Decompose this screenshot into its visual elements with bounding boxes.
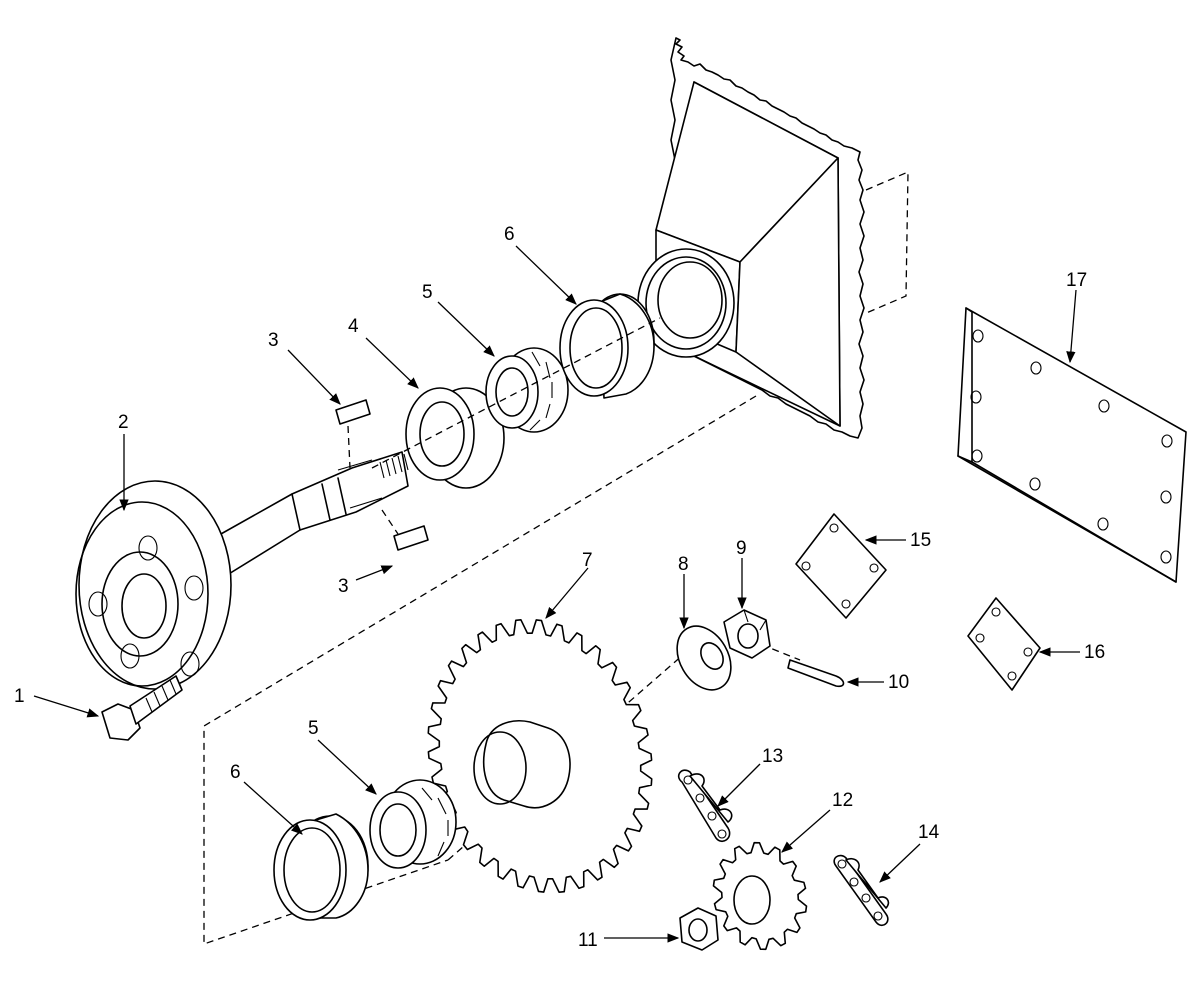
bearing-cup-6-lower xyxy=(273,813,369,921)
callout-5-upper: 5 xyxy=(422,282,433,303)
cover-plate-17 xyxy=(957,307,1187,583)
cotter-pin-10 xyxy=(787,659,845,688)
callout-10: 10 xyxy=(888,672,909,693)
plate-16 xyxy=(967,597,1041,691)
chain-link-13 xyxy=(677,769,733,843)
callout-3-lower: 3 xyxy=(338,576,349,597)
cotter-axis-line xyxy=(749,639,801,661)
bearing-cone-5-lower xyxy=(369,779,457,869)
gear-axis-line xyxy=(447,639,701,861)
callout-16: 16 xyxy=(1084,642,1105,663)
callout-6-upper: 6 xyxy=(504,224,515,245)
key-3-upper xyxy=(335,399,371,469)
housing-plate xyxy=(655,37,865,439)
callout-8: 8 xyxy=(678,554,689,575)
bearing-cup-6-upper xyxy=(559,293,655,399)
housing-alignment-line xyxy=(863,171,909,315)
axis-line xyxy=(371,317,661,469)
callout-1: 1 xyxy=(14,686,25,707)
callout-17: 17 xyxy=(1066,270,1087,291)
callout-14: 14 xyxy=(918,822,940,843)
bearing-cone-5-upper xyxy=(485,347,569,433)
callout-9: 9 xyxy=(736,538,747,559)
callout-7: 7 xyxy=(582,550,593,571)
callout-11: 11 xyxy=(578,930,598,951)
plate-15 xyxy=(795,513,887,619)
callout-5-lower: 5 xyxy=(308,718,319,739)
callout-labels: 1 2 3 3 4 5 5 6 6 7 8 9 10 11 12 13 14 1… xyxy=(14,224,1105,951)
key-3-lower xyxy=(381,509,429,551)
chain-link-14 xyxy=(833,854,890,927)
hex-nut-11 xyxy=(679,907,719,951)
castle-nut-9 xyxy=(723,609,771,659)
callout-15: 15 xyxy=(910,530,931,551)
callout-3-upper: 3 xyxy=(268,330,279,351)
spacer-4 xyxy=(405,387,505,489)
bolt-1 xyxy=(101,675,183,741)
housing-bore xyxy=(637,248,735,358)
callout-12: 12 xyxy=(832,790,853,811)
sprocket-7 xyxy=(427,619,653,893)
callout-4: 4 xyxy=(348,316,359,337)
leader-lines xyxy=(33,245,1080,943)
small-sprocket-12 xyxy=(712,841,808,951)
callout-13: 13 xyxy=(762,746,783,767)
flange-shaft-2 xyxy=(75,451,409,690)
callout-6-lower: 6 xyxy=(230,762,241,783)
callout-2: 2 xyxy=(118,412,129,433)
